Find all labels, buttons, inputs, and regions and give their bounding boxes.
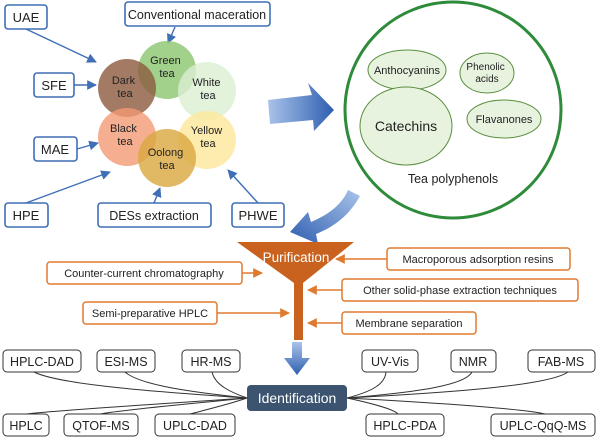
conventional-maceration-box: Conventional maceration <box>124 1 271 27</box>
uv-vis-label: UV-Vis <box>371 355 409 369</box>
other-spe-label: Other solid-phase extraction techniques <box>363 285 557 297</box>
qtof-ms-box: QTOF-MS <box>63 413 139 437</box>
phenolic-acids-label: Phenolic acids <box>466 62 507 85</box>
fab-ms-box: FAB-MS <box>527 349 596 373</box>
flavanones-ellipse <box>466 99 542 139</box>
nmr-label: NMR <box>459 355 487 369</box>
dess-extraction-box: DESs extraction <box>97 202 212 228</box>
hplc-box: HPLC <box>2 413 50 437</box>
macroporous-label: Macroporous adsorption resins <box>402 254 554 266</box>
dark-tea-circle <box>98 59 156 117</box>
sfe-label: SFE <box>41 78 67 93</box>
phwe-box: PHWE <box>231 202 285 228</box>
oolong-tea-label: Oolong tea <box>148 147 187 172</box>
oolong-tea-circle <box>138 129 196 187</box>
identification-hub: Identification <box>247 385 347 411</box>
hplc-pda-box: HPLC-PDA <box>365 413 445 437</box>
mae-box: MAE <box>33 136 78 162</box>
phenolic-acids-ellipse <box>459 52 515 94</box>
counter-current-label: Counter-current chromatography <box>64 268 224 280</box>
anthocyanins-label: Anthocyanins <box>374 65 441 77</box>
esi-ms-box: ESI-MS <box>96 349 156 373</box>
arrow-phwe <box>227 169 259 204</box>
dark-tea-label: Dark tea <box>112 75 138 100</box>
arrow-mae <box>76 140 99 151</box>
catechins-ellipse <box>359 86 453 166</box>
uplc-qqq-ms-label: UPLC-QqQ-MS <box>500 419 587 433</box>
purification-arrows <box>217 254 387 328</box>
semi-prep-hplc-box: Semi-preparative HPLC <box>82 301 218 325</box>
purification-label: Purification <box>263 250 330 265</box>
uae-box: UAE <box>4 4 48 30</box>
fab-ms-label: FAB-MS <box>538 355 585 369</box>
right-arrow <box>268 83 334 131</box>
dess-extraction-label: DESs extraction <box>109 209 199 223</box>
membrane-label: Membrane separation <box>355 318 462 330</box>
nmr-box: NMR <box>450 349 497 373</box>
polyphenols-group: Anthocyanins Phenolic acids Catechins Fl… <box>343 0 563 220</box>
curved-arrow <box>290 190 360 244</box>
identification-connectors <box>25 371 569 415</box>
qtof-ms-label: QTOF-MS <box>72 419 129 433</box>
hplc-dad-box: HPLC-DAD <box>2 349 82 373</box>
sfe-box: SFE <box>33 72 75 98</box>
uplc-dad-label: UPLC-DAD <box>163 419 227 433</box>
hplc-label: HPLC <box>9 419 42 433</box>
flavanones-label: Flavanones <box>476 114 533 126</box>
white-tea-circle <box>178 62 236 120</box>
tea-flower: Green tea Dark tea White tea Black tea Y… <box>98 41 236 187</box>
membrane-box: Membrane separation <box>341 311 477 335</box>
arrow-dess <box>152 187 162 204</box>
uv-vis-box: UV-Vis <box>361 349 419 373</box>
esi-ms-label: ESI-MS <box>104 355 147 369</box>
green-tea-label: Green tea <box>150 55 184 80</box>
yellow-tea-label: Yellow tea <box>191 125 225 150</box>
other-spe-box: Other solid-phase extraction techniques <box>341 278 579 302</box>
method-arrows <box>25 26 259 204</box>
conventional-maceration-label: Conventional maceration <box>128 8 266 22</box>
counter-current-box: Counter-current chromatography <box>46 261 243 285</box>
uplc-dad-box: UPLC-DAD <box>154 413 236 437</box>
hr-ms-box: HR-MS <box>181 349 241 373</box>
hpe-label: HPE <box>13 208 40 223</box>
black-tea-label: Black tea <box>110 123 140 148</box>
uplc-qqq-ms-box: UPLC-QqQ-MS <box>490 413 596 437</box>
hr-ms-label: HR-MS <box>191 355 232 369</box>
down-arrow <box>284 342 310 375</box>
arrow-hpe <box>25 170 111 204</box>
white-tea-label: White tea <box>192 77 223 102</box>
hplc-pda-label: HPLC-PDA <box>373 419 437 433</box>
hplc-dad-label: HPLC-DAD <box>10 355 74 369</box>
mae-label: MAE <box>41 142 70 157</box>
hpe-box: HPE <box>4 202 49 228</box>
macroporous-box: Macroporous adsorption resins <box>386 247 571 271</box>
phwe-label: PHWE <box>239 208 278 223</box>
catechins-label: Catechins <box>375 118 437 134</box>
identification-label: Identification <box>258 390 337 406</box>
arrow-conventional <box>167 26 177 44</box>
polyphenols-title: Tea polyphenols <box>408 172 498 186</box>
funnel: Purification <box>237 242 354 340</box>
arrow-uae <box>25 28 97 63</box>
uae-label: UAE <box>13 10 40 25</box>
semi-prep-hplc-label: Semi-preparative HPLC <box>92 308 208 320</box>
